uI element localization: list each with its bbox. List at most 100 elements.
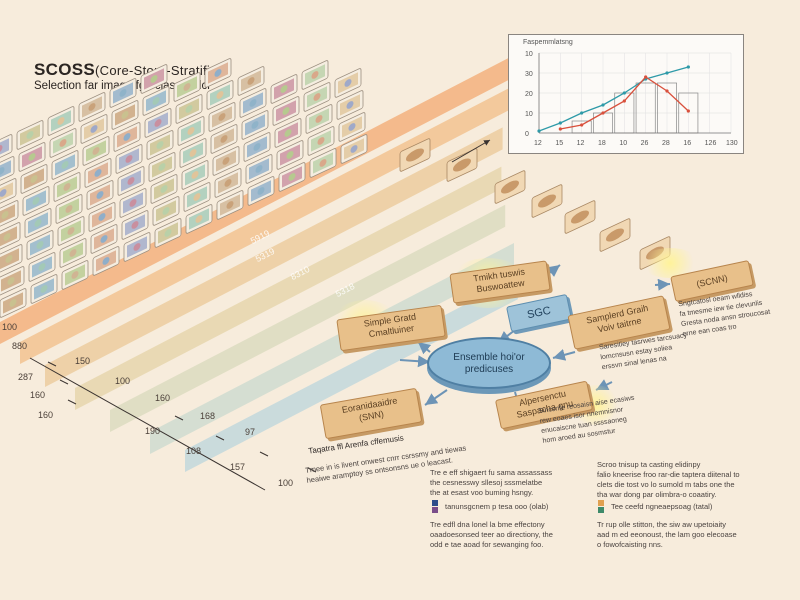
band-4 bbox=[110, 204, 506, 432]
image-tile bbox=[18, 142, 46, 172]
chart-ytick: 0 bbox=[525, 131, 529, 138]
band-3 bbox=[75, 166, 502, 410]
chart-point bbox=[622, 99, 626, 103]
arrow-ensemble-to-left bbox=[417, 341, 432, 355]
sample-tile bbox=[494, 170, 526, 204]
chart-series-line-0 bbox=[538, 66, 689, 132]
chart-point bbox=[665, 71, 669, 75]
chart-ytick: 10 bbox=[525, 51, 533, 58]
band-left-value: 97 bbox=[245, 427, 256, 437]
image-tile bbox=[179, 138, 207, 168]
chart-point bbox=[580, 111, 584, 115]
bottom-right-text-2: Tr rup olle stitton, the siw aw upetoiai… bbox=[597, 520, 737, 549]
legend-swatch-right-a bbox=[598, 500, 604, 506]
image-tile bbox=[146, 130, 174, 160]
image-tile bbox=[90, 224, 118, 254]
image-tile bbox=[276, 140, 304, 170]
chart-xtick: 10 bbox=[619, 140, 627, 147]
image-tile bbox=[80, 114, 108, 144]
image-tile bbox=[245, 154, 273, 184]
chart-ytick: 30 bbox=[525, 71, 533, 78]
chart-point bbox=[622, 91, 626, 95]
chart-title: Faspemmlatsng bbox=[523, 39, 573, 46]
image-tile bbox=[175, 94, 203, 124]
image-tile bbox=[272, 96, 300, 126]
chart-xtick: 126 bbox=[705, 140, 717, 147]
chart-xtick: 18 bbox=[598, 140, 606, 147]
chart-point bbox=[665, 89, 669, 93]
image-tile bbox=[61, 260, 89, 290]
arrow-right-to-ensemble bbox=[552, 349, 576, 361]
chart-point bbox=[601, 111, 605, 115]
box-bottom-left-label: Eoranidaaidre (SNN) bbox=[341, 395, 398, 424]
band-left-value: 100 bbox=[115, 376, 131, 386]
image-tile bbox=[140, 64, 168, 94]
sample-tile bbox=[564, 200, 596, 234]
image-tile bbox=[336, 90, 364, 120]
image-tile bbox=[26, 230, 54, 260]
image-tile bbox=[177, 116, 205, 146]
image-tile bbox=[24, 208, 52, 238]
image-tile bbox=[123, 232, 151, 262]
box-left-label: Simple Gratd Cmaltluiner bbox=[363, 311, 417, 340]
image-tile bbox=[0, 156, 15, 186]
box-right-top-label: (SCNN) bbox=[695, 272, 729, 290]
image-tile bbox=[239, 88, 267, 118]
image-tile bbox=[148, 152, 176, 182]
image-tile bbox=[111, 100, 139, 130]
sample-tile bbox=[599, 218, 631, 252]
band-left-value: 100 bbox=[2, 322, 18, 332]
image-tile bbox=[301, 60, 329, 90]
image-tile bbox=[206, 80, 234, 110]
image-tile bbox=[57, 216, 85, 246]
axis-tick bbox=[47, 361, 57, 367]
image-tile bbox=[0, 244, 23, 274]
ensemble-predictor: Ensemble hoi'or predicuses bbox=[427, 337, 551, 389]
image-tile bbox=[152, 196, 180, 226]
axis-tick bbox=[67, 399, 77, 405]
image-tile bbox=[30, 274, 58, 304]
image-tile bbox=[305, 104, 333, 134]
image-tile bbox=[154, 218, 182, 248]
image-tile bbox=[84, 158, 112, 188]
arrow-to-right-top-box bbox=[654, 278, 671, 291]
legend-swatch-mid-a bbox=[432, 500, 438, 506]
image-tile bbox=[115, 144, 143, 174]
sample-tile bbox=[531, 184, 563, 218]
image-tile bbox=[53, 172, 81, 202]
bottom-right-text-1: Scroo tnisup ta casting elidinpy falio k… bbox=[597, 460, 740, 499]
image-tile bbox=[0, 288, 27, 318]
image-tile bbox=[247, 176, 275, 206]
image-tile bbox=[117, 166, 145, 196]
chart-xtick: 26 bbox=[641, 140, 649, 147]
image-tile bbox=[88, 202, 116, 232]
image-tile bbox=[278, 162, 306, 192]
band-5 bbox=[150, 243, 514, 454]
scale-value: 160 bbox=[38, 410, 54, 420]
band-2 bbox=[45, 127, 503, 388]
image-tile bbox=[0, 178, 17, 208]
image-tile bbox=[47, 106, 75, 136]
image-tile bbox=[303, 82, 331, 112]
ensemble-label: Ensemble hoi'or predicuses bbox=[453, 352, 525, 375]
scale-value: 108 bbox=[186, 446, 202, 456]
legend-swatch-right-b bbox=[598, 507, 604, 513]
image-tile bbox=[121, 210, 149, 240]
band-left-value: 160 bbox=[155, 393, 171, 403]
chart-xtick: 28 bbox=[662, 140, 670, 147]
image-tile bbox=[0, 266, 25, 296]
image-tile bbox=[216, 190, 244, 220]
image-tile bbox=[270, 74, 298, 104]
box-top-center-label: Tmikh tuswis Buswoattew bbox=[472, 266, 526, 295]
legend-right-label: Tee ceefd ngneaepsoag (tatal) bbox=[611, 502, 713, 511]
arrow-left-to-ensemble bbox=[399, 355, 431, 368]
chart-point bbox=[644, 75, 648, 79]
image-tile bbox=[340, 134, 368, 164]
chart-xtick: 12 bbox=[577, 140, 585, 147]
image-tile bbox=[51, 150, 79, 180]
image-tile bbox=[22, 186, 50, 216]
image-tile bbox=[142, 86, 170, 116]
image-tile bbox=[338, 112, 366, 142]
